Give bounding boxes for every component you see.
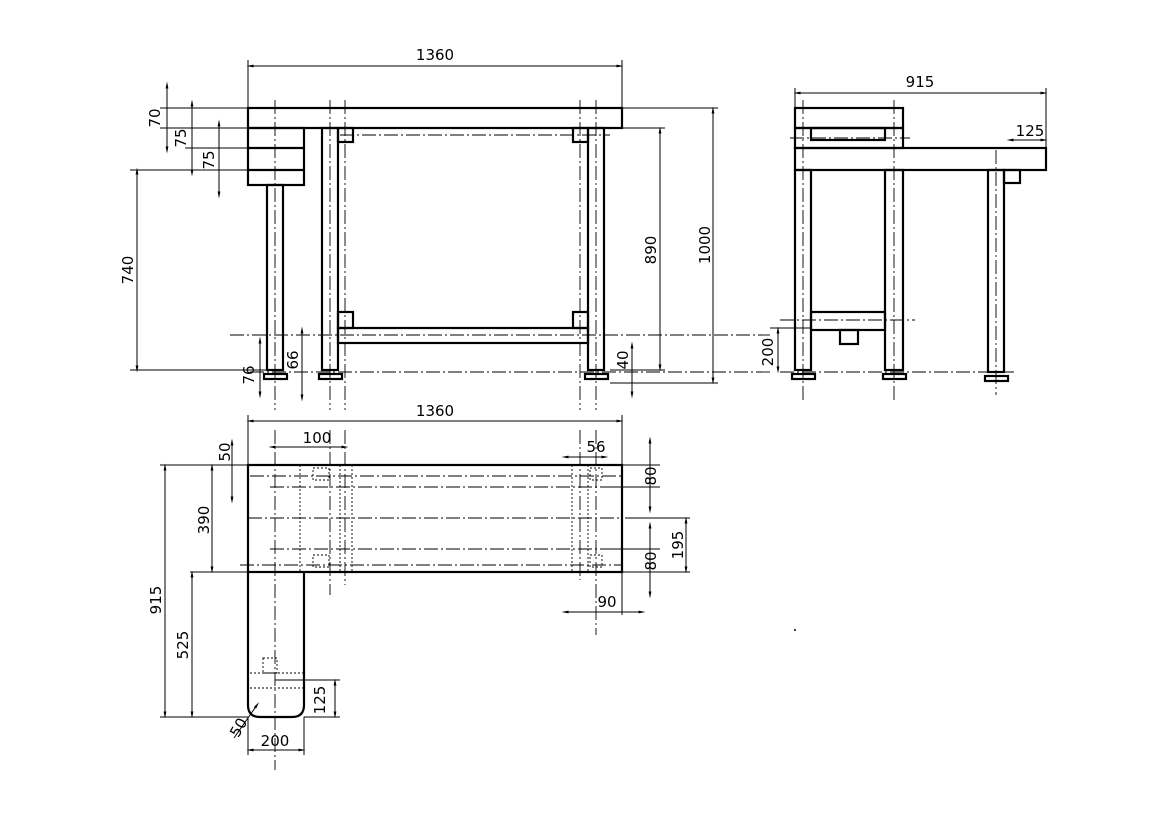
dim-rail-top: 80 bbox=[642, 466, 660, 485]
dim-leg-spacing: 100 bbox=[303, 429, 332, 447]
dim-top-width: 1360 bbox=[416, 402, 454, 420]
dim-rail-bottom: 80 bbox=[642, 551, 660, 570]
dim-top-depth: 915 bbox=[147, 586, 165, 615]
dim-leg-offset-right: 56 bbox=[586, 438, 605, 456]
dim-drawer-2: 75 bbox=[200, 150, 218, 169]
dim-edge-offset: 50 bbox=[216, 442, 234, 461]
dim-knee-height: 740 bbox=[119, 256, 137, 285]
dim-foot-left: 76 bbox=[240, 365, 258, 384]
dim-main-depth: 390 bbox=[195, 506, 213, 535]
dim-rail-height: 200 bbox=[759, 338, 777, 367]
dim-return-leg: 125 bbox=[311, 686, 329, 715]
foot bbox=[317, 372, 344, 381]
dim-foot-offset: 66 bbox=[284, 350, 302, 369]
top-view: 1360 100 56 50 390 915 525 80 80 195 90 … bbox=[147, 402, 690, 770]
dim-foot-right: 40 bbox=[614, 350, 632, 369]
dim-rail-center: 195 bbox=[669, 531, 687, 560]
foot bbox=[262, 372, 289, 381]
dim-top-thickness: 70 bbox=[146, 108, 164, 127]
dim-front-width: 1360 bbox=[416, 46, 454, 64]
dim-overhang: 125 bbox=[1016, 122, 1045, 140]
dim-frame-height: 890 bbox=[642, 236, 660, 265]
dim-return-length: 525 bbox=[174, 631, 192, 660]
dim-leg-inset: 90 bbox=[597, 593, 616, 611]
dim-side-depth: 915 bbox=[906, 73, 935, 91]
dim-drawer-1: 75 bbox=[172, 128, 190, 147]
side-view: 915 125 200 bbox=[759, 73, 1048, 400]
dim-total-height: 1000 bbox=[696, 226, 714, 264]
foot bbox=[583, 372, 610, 381]
dim-return-width: 200 bbox=[261, 732, 290, 750]
front-view: 1360 70 75 75 740 890 1000 76 66 40 bbox=[119, 46, 770, 410]
